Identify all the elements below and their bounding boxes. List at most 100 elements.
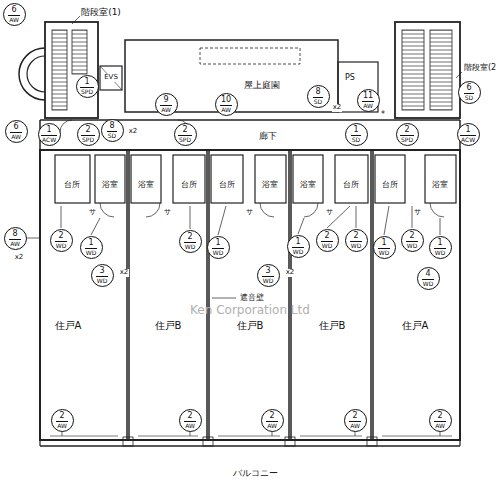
leader-lines [26,16,462,436]
callout-number: 1 [437,239,442,248]
room-name: 住戸B [154,320,183,331]
opening-code: WD [292,247,305,255]
opening-code: AW [349,421,361,429]
opening-code: WD [350,241,363,249]
callout-number: 10 [221,96,231,105]
opening-code: ACW [41,135,57,143]
quantity-mark: x2 [332,104,343,112]
callout-circle: 1WD [373,236,396,259]
callout-number: 1 [353,126,358,135]
callout-circle: 2WD [179,230,202,253]
room-name: 浴室 [101,181,119,190]
callout-circle: 4WD [417,267,440,290]
room-name: 屋上庭園 [243,81,281,91]
callout-number: 1 [295,238,300,247]
room-name: 住戸B [236,320,265,331]
fixture-mark: サ [325,209,334,217]
room-name: 台所 [63,181,81,190]
room-name: EVS [103,74,119,82]
opening-code: AW [10,132,22,140]
opening-code: SD [313,97,323,105]
opening-code: AW [9,239,21,247]
opening-code: AW [434,421,446,429]
callout-circle: 2SPD [77,123,100,146]
room-name: 階段室(1) [80,8,122,18]
callout-number: 1 [381,239,386,248]
callout-circle: 1WD [287,235,310,258]
room-name: PS [344,74,356,83]
callout-circle: 2AW [179,409,202,432]
room-name: 浴室 [299,181,317,190]
opening-code: WD [406,241,419,249]
fixture-mark: サ [245,209,254,217]
callout-number: 2 [182,126,187,135]
room-name: 住戸A [401,320,430,331]
opening-code: SPD [80,87,94,95]
callout-number: 1 [88,239,93,248]
callout-number: 4 [425,270,430,279]
callout-circle: 8AW [4,227,27,250]
room-name: 台所 [342,181,360,190]
opening-code: WD [96,276,109,284]
callout-number: 6 [13,123,18,132]
room-name: 台所 [381,181,399,190]
room-name: 浴室 [261,181,279,190]
quantity-mark: x2 [285,269,296,277]
callout-number: 8 [315,88,320,97]
callout-number: 2 [269,412,274,421]
callout-circle: 2WD [345,229,368,252]
opening-code: AW [266,421,278,429]
callout-number: 1 [465,126,470,135]
room-name: 浴室 [137,181,155,190]
callout-circle: 6AW [3,3,26,26]
callout-circle: 6AW [5,120,28,143]
callout-number: 2 [409,232,414,241]
callout-number: 8 [109,122,114,131]
room-name: * [380,111,386,120]
callout-number: 2 [404,126,409,135]
opening-code: AW [184,421,196,429]
quantity-mark: x2 [128,128,139,136]
callout-number: 11 [363,92,373,101]
opening-code: SD [351,135,361,143]
callout-number: 1 [84,78,89,87]
callout-number: 3 [265,267,270,276]
callout-circle: 11AW [357,89,380,112]
opening-code: WD [321,241,334,249]
callout-circle: 9AW [155,93,178,116]
callout-number: 1 [46,126,51,135]
opening-code: SD [107,131,117,139]
callout-number: 2 [352,412,357,421]
watermark: Ken Corporation Ltd [189,304,311,317]
callout-circle: 2AW [344,409,367,432]
opening-code: ACW [460,135,476,143]
opening-code: WD [85,248,98,256]
fixture-mark: サ [163,209,172,217]
opening-code: WD [262,276,275,284]
callout-circle: 1ACW [457,123,480,146]
callout-number: 2 [59,412,64,421]
callout-circle: 2WD [50,229,73,252]
fixture-mark: サ [413,209,422,217]
opening-code: AW [8,15,20,23]
callout-circle: 8SD [101,119,124,142]
room-name: 階段室(2 [463,64,497,73]
callout-number: 2 [187,412,192,421]
opening-code: SPD [400,135,414,143]
callout-number: 2 [58,232,63,241]
callout-number: 2 [85,126,90,135]
room-name: 台所 [180,181,198,190]
callout-circle: 6SD [458,81,481,104]
callout-number: 1 [215,239,220,248]
opening-code: AW [160,105,172,113]
callout-number: 9 [163,96,168,105]
opening-code: AW [362,101,374,109]
callout-circle: 1ACW [38,123,61,146]
opening-code: WD [422,279,435,287]
callout-circle: 2WD [316,229,339,252]
callout-circle: 1WD [207,236,230,259]
callout-circle: 1WD [80,236,103,259]
callout-number: 3 [99,267,104,276]
